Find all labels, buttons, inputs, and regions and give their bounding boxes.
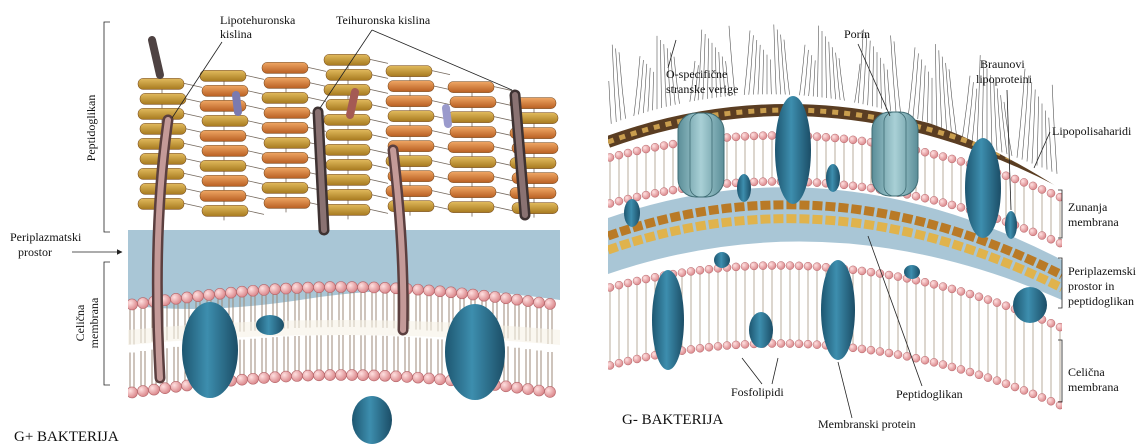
membrane-protein-label: Membranski protein bbox=[818, 417, 916, 431]
gram-negative-title: G- BAKTERIJA bbox=[622, 412, 723, 428]
periplasm-pg-label-line2: prostor in bbox=[1068, 279, 1114, 293]
membrane-protein bbox=[652, 270, 684, 370]
braun-label-line2: lipoproteini bbox=[976, 72, 1033, 86]
membrane-protein bbox=[182, 302, 238, 398]
periplasm-label-line2: prostor bbox=[18, 245, 52, 259]
inner-membrane-bracket: Celična membrana bbox=[1058, 340, 1119, 402]
membrane-protein bbox=[821, 260, 855, 360]
porin-protein bbox=[678, 113, 724, 197]
inner-membrane-label-line2: membrana bbox=[1068, 380, 1119, 394]
inner-membrane-label-line1: Celična bbox=[1068, 365, 1105, 379]
periplasm-label-line1: Periplazmatski bbox=[10, 230, 82, 244]
cell-membrane-label-line1: Celična bbox=[73, 304, 87, 341]
membrane-protein bbox=[445, 304, 505, 400]
o-chains-label-group: O-specifične stranske verige bbox=[666, 40, 738, 96]
outer-membrane-label-line1: Zunanja bbox=[1068, 200, 1108, 214]
teichoic-label: Teihuronska kislina bbox=[336, 13, 431, 27]
cell-membrane-label-line2: membrana bbox=[87, 297, 101, 348]
braun-label-line1: Braunovi bbox=[980, 57, 1025, 71]
periplasm-label-group: Periplazmatski prostor bbox=[10, 230, 122, 259]
membrane-protein bbox=[352, 396, 392, 444]
o-chains-label-line1: O-specifične bbox=[666, 67, 727, 81]
braun-lipoprotein bbox=[1005, 211, 1017, 239]
peptidoglycan-layer bbox=[138, 54, 558, 216]
phospholipids-label: Fosfolipidi bbox=[731, 385, 784, 399]
cell-membrane-bracket: Celična membrana bbox=[73, 262, 110, 385]
membrane-protein bbox=[749, 312, 773, 348]
outer-membrane-protein bbox=[775, 96, 811, 204]
outer-membrane-label-line2: membrana bbox=[1068, 215, 1119, 229]
peptidoglycan-right-label: Peptidoglikan bbox=[896, 387, 963, 401]
peptidoglycan-bracket: Peptidoglikan bbox=[84, 22, 110, 232]
lipoteichoic-label-line1: Lipotehuronska bbox=[220, 13, 296, 27]
periplasm-pg-bracket: Periplazemski prostor in peptidoglikan bbox=[1058, 258, 1137, 308]
membrane-protein bbox=[1013, 287, 1047, 323]
o-chains-label-line2: stranske verige bbox=[666, 82, 738, 96]
membrane-protein bbox=[256, 315, 284, 335]
gram-positive-illustration bbox=[127, 40, 561, 444]
periplasm-pg-label-line1: Periplazemski bbox=[1068, 264, 1137, 278]
outer-membrane-protein bbox=[965, 138, 1001, 238]
peptidoglycan-label: Peptidoglikan bbox=[84, 95, 98, 162]
lps-label-group: Lipopolisaharidi bbox=[1034, 124, 1132, 168]
periplasm-pg-label-line3: peptidoglikan bbox=[1068, 294, 1134, 308]
gram-positive-title: G+ BAKTERIJA bbox=[14, 429, 119, 445]
porin-protein bbox=[872, 112, 918, 196]
lps-label: Lipopolisaharidi bbox=[1052, 124, 1132, 138]
porin-label: Porin bbox=[844, 27, 870, 41]
lipoteichoic-label-line2: kislina bbox=[220, 27, 253, 41]
teichoic-acid-rod bbox=[318, 112, 324, 230]
outer-membrane-bracket: Zunanja membrana bbox=[1058, 190, 1119, 238]
